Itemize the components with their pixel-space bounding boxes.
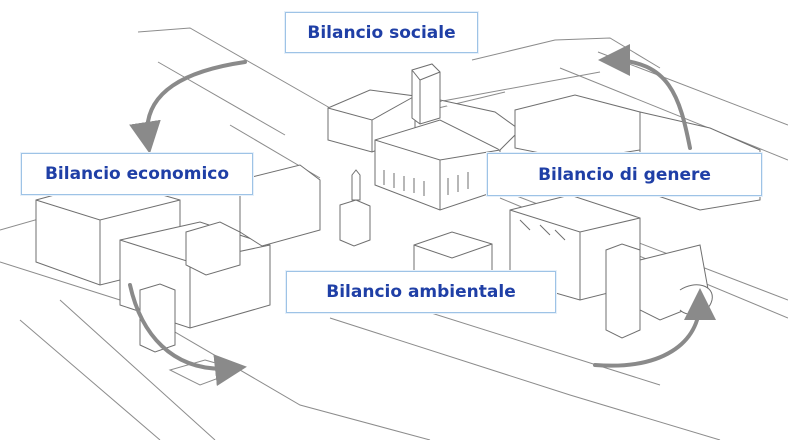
street-lines [0,27,788,440]
bilancio-sociale-button[interactable]: Bilancio sociale [285,12,478,53]
bilancio-economico-button[interactable]: Bilancio economico [21,153,253,195]
bilancio-ambientale-button[interactable]: Bilancio ambientale [286,271,556,313]
bilancio-di-genere-button[interactable]: Bilancio di genere [487,153,762,196]
cycle-arrows [128,44,716,387]
